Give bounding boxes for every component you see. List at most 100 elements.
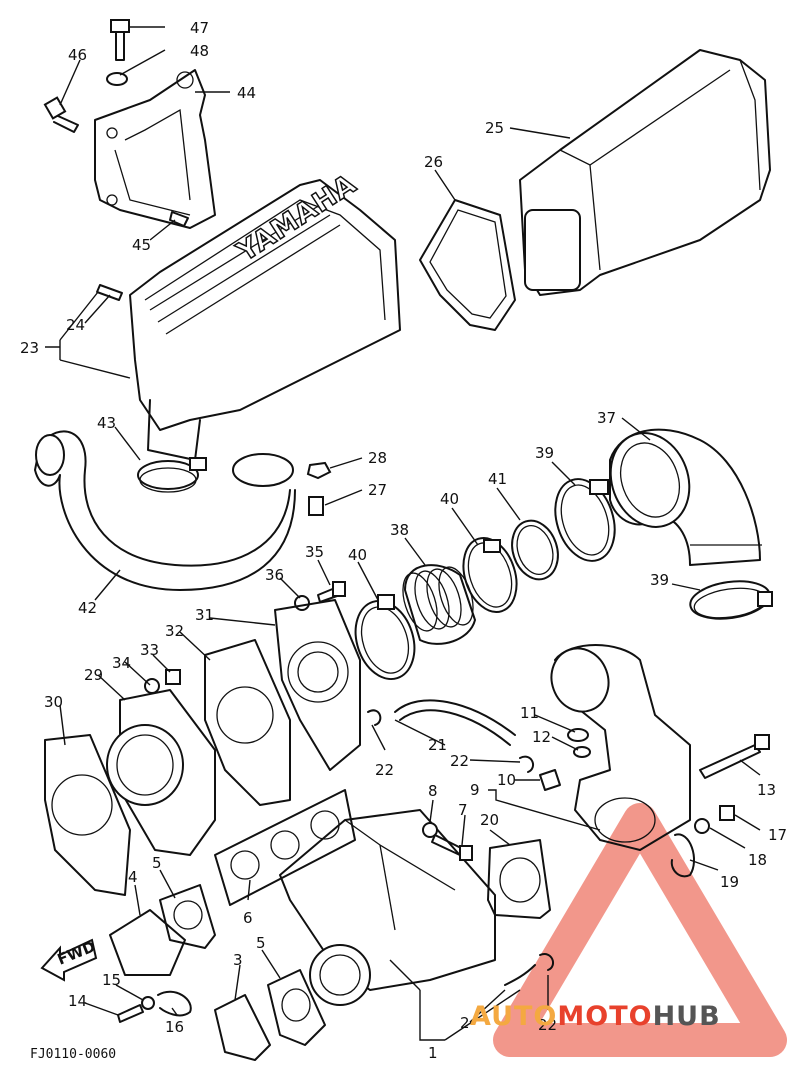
callout-20: 20 (480, 811, 499, 829)
part-clamp-19 (670, 833, 695, 878)
watermark-logo (493, 803, 787, 1057)
callout-38: 38 (390, 521, 409, 539)
callout-5-lower: 5 (256, 934, 266, 952)
part-clip-22-b (519, 755, 535, 773)
part-bolt-35 (317, 581, 346, 603)
engraving-text: YAMAHA (231, 168, 362, 268)
part-clamp-43 (137, 457, 207, 493)
callout-4: 4 (128, 868, 138, 886)
leader-lines (45, 26, 761, 1041)
part-nut-28 (306, 461, 332, 480)
part-bolt-47 (110, 19, 130, 61)
callout-33: 33 (140, 641, 159, 659)
part-hose-42 (34, 430, 296, 591)
part-elbow-37 (609, 428, 762, 566)
callout-15: 15 (102, 971, 121, 989)
part-clamp-16 (157, 990, 192, 1017)
part-clamp-40-lower (354, 594, 416, 681)
callout-25: 25 (485, 119, 504, 137)
callout-19: 19 (720, 873, 739, 891)
part-plug-11 (567, 728, 589, 742)
callout-24: 24 (66, 316, 85, 334)
callout-18: 18 (748, 851, 767, 869)
callout-30: 30 (44, 693, 63, 711)
part-gasket-6 (214, 789, 356, 906)
callout-37: 37 (597, 409, 616, 427)
callout-11: 11 (520, 704, 539, 722)
part-ring-41 (511, 519, 559, 581)
callout-47: 47 (190, 19, 209, 37)
watermark-text: AUTOMOTOHUB (470, 1001, 721, 1032)
part-bellows-38 (402, 564, 476, 645)
part-bolt-7 (431, 834, 473, 861)
part-bolt-46 (43, 96, 79, 133)
part-washer-8 (422, 822, 438, 838)
part-elbow-9 (550, 644, 691, 851)
watermark-hub: HUB (653, 1001, 721, 1032)
callout-45: 45 (132, 236, 151, 254)
part-bolt-14 (117, 1004, 144, 1023)
callout-22-a: 22 (375, 761, 394, 779)
part-box-25 (519, 49, 771, 296)
callout-41: 41 (488, 470, 507, 488)
callout-34: 34 (112, 654, 131, 672)
part-washer-48 (106, 72, 128, 86)
callout-31: 31 (195, 606, 214, 624)
callout-22-c: 22 (538, 1016, 557, 1034)
part-hose-2 (504, 964, 536, 986)
part-cover-3 (214, 994, 271, 1061)
part-cover-4 (109, 909, 186, 976)
part-clamp-40-upper (462, 537, 518, 613)
callout-22-b: 22 (450, 752, 469, 770)
callout-28: 28 (368, 449, 387, 467)
callout-39-upper: 39 (535, 444, 554, 462)
callout-8: 8 (428, 782, 438, 800)
callout-32: 32 (165, 622, 184, 640)
svg-text:AUTOMOTOHUB: AUTOMOTOHUB (470, 1001, 721, 1032)
callout-1: 1 (428, 1044, 438, 1062)
part-bracket-44 (94, 69, 216, 229)
part-clamp-39-lower (689, 580, 773, 620)
part-air-chamber-23: YAMAHA (129, 168, 401, 461)
callout-46: 46 (68, 46, 87, 64)
callout-17: 17 (768, 826, 787, 844)
callout-13: 13 (757, 781, 776, 799)
part-bolt-45 (169, 211, 189, 227)
part-clamp-39-upper (554, 478, 616, 562)
callout-36: 36 (265, 566, 284, 584)
part-bolt-33 (165, 669, 181, 685)
callout-16: 16 (165, 1018, 184, 1036)
callout-7: 7 (458, 801, 468, 819)
part-housing-29 (106, 689, 216, 856)
callout-10: 10 (497, 771, 516, 789)
part-washer-18 (694, 818, 710, 834)
watermark-moto: MOTO (557, 1001, 652, 1032)
part-manifold-1 (279, 809, 496, 1006)
part-gasket-26 (419, 199, 516, 331)
part-pin-24 (96, 284, 123, 301)
callout-26: 26 (424, 153, 443, 171)
callout-42: 42 (78, 599, 97, 617)
callout-5-upper: 5 (152, 854, 162, 872)
callout-23: 23 (20, 339, 39, 357)
part-washer-36 (294, 595, 310, 611)
callout-40-upper: 40 (440, 490, 459, 508)
part-bolt-27 (308, 496, 324, 516)
callout-39-lower: 39 (650, 571, 669, 589)
watermark-auto: AUTO (470, 1001, 557, 1032)
part-bolt-17 (719, 805, 735, 821)
part-hose-21 (394, 699, 516, 746)
callout-29: 29 (84, 666, 103, 684)
part-gasket-20 (487, 839, 551, 919)
callout-35: 35 (305, 543, 324, 561)
callout-labels: 47 48 46 44 25 26 45 24 23 43 28 27 42 3… (20, 19, 787, 1062)
callout-48: 48 (190, 42, 209, 60)
callout-12: 12 (532, 728, 551, 746)
part-clip-22-a (367, 709, 382, 726)
part-gasket-5-upper (159, 884, 216, 949)
part-bolt-13 (699, 734, 770, 779)
callout-40-lower: 40 (348, 546, 367, 564)
part-gasket-5-lower (267, 969, 326, 1046)
part-clip-22-c (539, 953, 555, 971)
